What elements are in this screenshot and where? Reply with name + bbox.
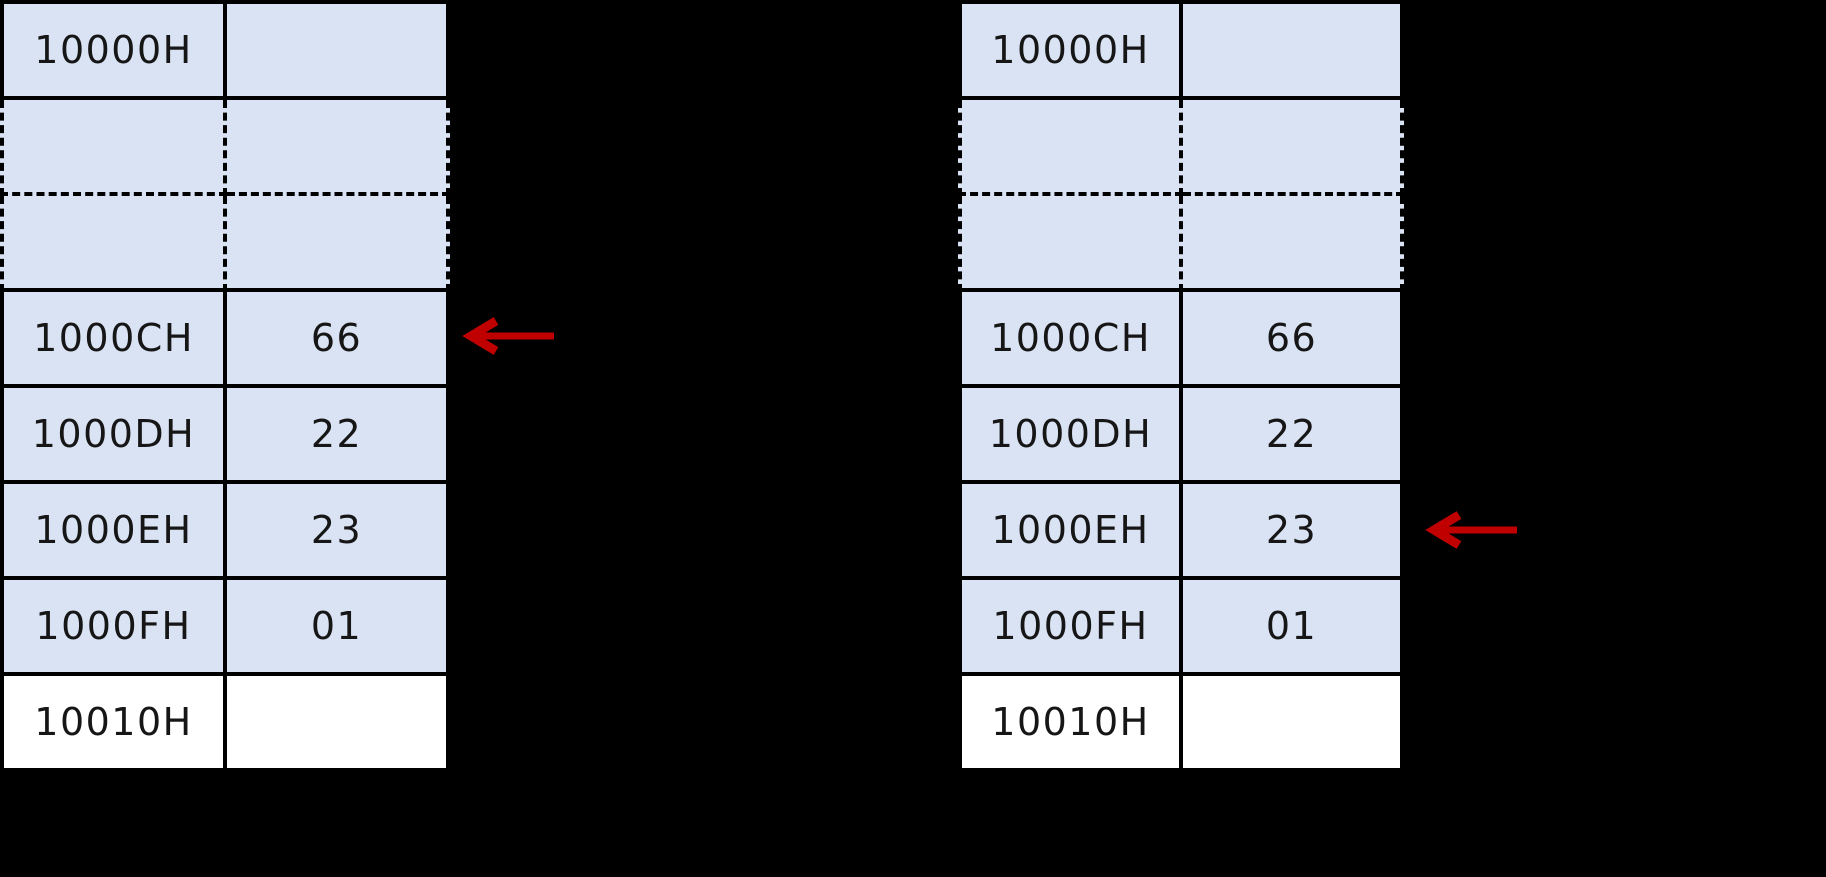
address-cell bbox=[0, 100, 227, 196]
address-cell: 1000EH bbox=[958, 484, 1183, 580]
memory-row: 10000H bbox=[958, 0, 1404, 100]
value-cell: 22 bbox=[1183, 388, 1404, 484]
address-cell: 1000FH bbox=[0, 580, 227, 676]
value-cell bbox=[1183, 676, 1404, 772]
value-cell bbox=[1183, 100, 1404, 196]
memory-row: 1000EH 23 bbox=[958, 484, 1404, 580]
address-cell: 1000CH bbox=[0, 292, 227, 388]
memory-row: 10010H bbox=[958, 676, 1404, 772]
value-cell bbox=[227, 676, 450, 772]
left-pointer-arrow-icon bbox=[456, 314, 560, 358]
memory-row: 10010H bbox=[0, 676, 450, 772]
address-cell: 10000H bbox=[0, 0, 227, 100]
address-cell bbox=[958, 100, 1183, 196]
value-cell bbox=[227, 196, 450, 292]
memory-row: 1000CH 66 bbox=[958, 292, 1404, 388]
memory-row: 1000FH 01 bbox=[0, 580, 450, 676]
memory-row-omitted bbox=[0, 100, 450, 196]
memory-row: 1000DH 22 bbox=[0, 388, 450, 484]
value-cell bbox=[1183, 0, 1404, 100]
address-cell: 10010H bbox=[958, 676, 1183, 772]
value-cell: 66 bbox=[1183, 292, 1404, 388]
value-cell: 22 bbox=[227, 388, 450, 484]
address-cell bbox=[0, 196, 227, 292]
value-cell: 66 bbox=[227, 292, 450, 388]
value-cell: 23 bbox=[227, 484, 450, 580]
memory-row: 1000DH 22 bbox=[958, 388, 1404, 484]
memory-row-omitted bbox=[958, 100, 1404, 196]
address-cell: 1000FH bbox=[958, 580, 1183, 676]
value-cell bbox=[227, 0, 450, 100]
memory-row-omitted bbox=[958, 196, 1404, 292]
memory-row-omitted bbox=[0, 196, 450, 292]
address-cell: 10000H bbox=[958, 0, 1183, 100]
address-cell: 1000EH bbox=[0, 484, 227, 580]
address-cell: 1000CH bbox=[958, 292, 1183, 388]
memory-row: 10000H bbox=[0, 0, 450, 100]
value-cell: 01 bbox=[227, 580, 450, 676]
address-cell: 1000DH bbox=[958, 388, 1183, 484]
address-cell: 1000DH bbox=[0, 388, 227, 484]
value-cell: 23 bbox=[1183, 484, 1404, 580]
value-cell: 01 bbox=[1183, 580, 1404, 676]
memory-row: 1000CH 66 bbox=[0, 292, 450, 388]
address-cell bbox=[958, 196, 1183, 292]
value-cell bbox=[227, 100, 450, 196]
value-cell bbox=[1183, 196, 1404, 292]
right-pointer-arrow-icon bbox=[1419, 508, 1523, 552]
memory-table-right: 10000H 1000CH 66 1000DH 22 1000EH 23 100… bbox=[958, 0, 1404, 772]
memory-row: 1000EH 23 bbox=[0, 484, 450, 580]
memory-table-left: 10000H 1000CH 66 1000DH 22 1000EH 23 100… bbox=[0, 0, 450, 772]
address-cell: 10010H bbox=[0, 676, 227, 772]
memory-row: 1000FH 01 bbox=[958, 580, 1404, 676]
